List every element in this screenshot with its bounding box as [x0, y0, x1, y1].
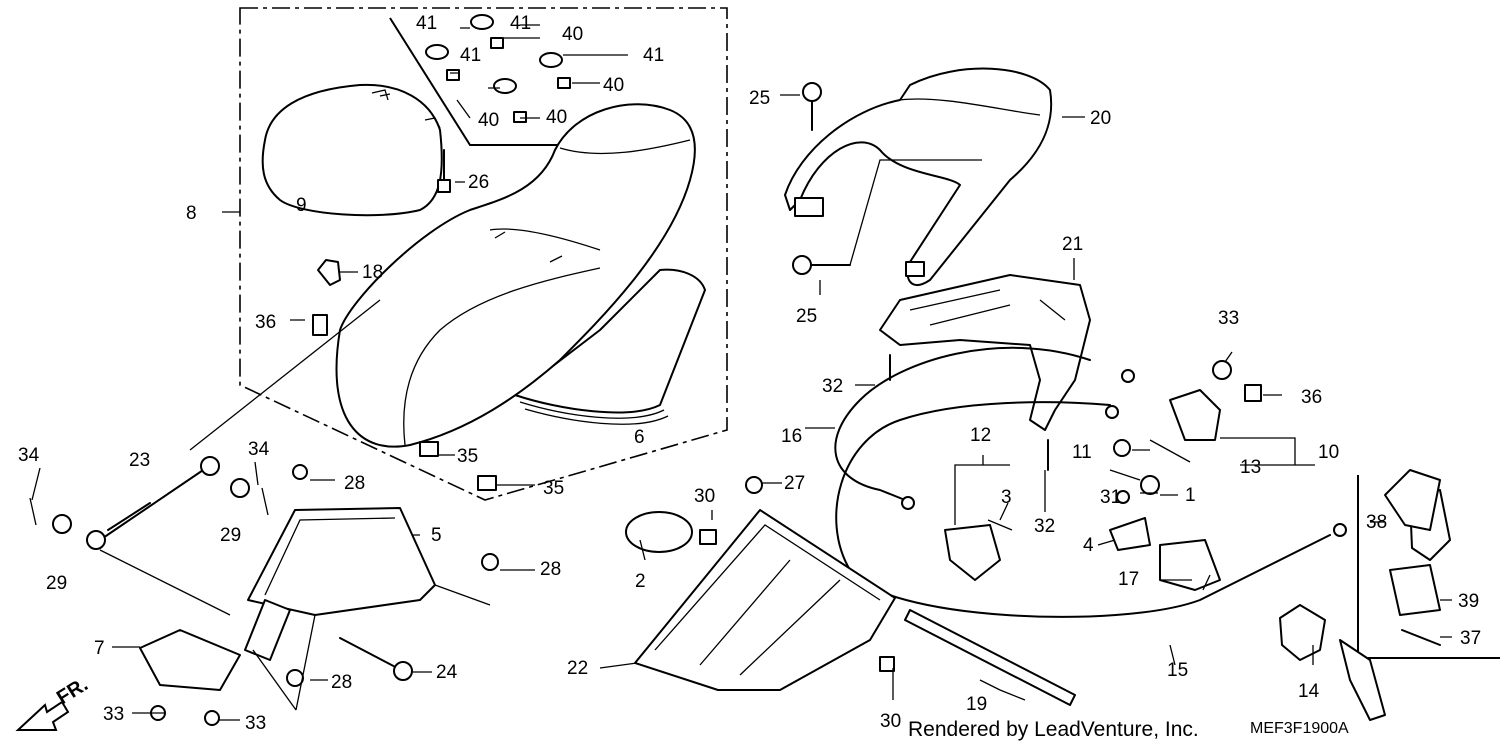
callout-6: 6 — [634, 427, 645, 448]
callout-18: 18 — [362, 262, 383, 283]
callout-23: 23 — [129, 450, 150, 471]
callout-34-right: 34 — [248, 439, 270, 460]
callout-8: 8 — [186, 203, 197, 224]
callout-25-top: 25 — [749, 88, 770, 109]
callout-41-a: 41 — [416, 13, 437, 34]
callout-41-b: 41 — [510, 13, 531, 34]
callout-3: 3 — [1001, 487, 1012, 508]
front-arrow-icon — [15, 700, 70, 731]
callout-31: 31 — [1100, 487, 1121, 508]
callout-17: 17 — [1118, 569, 1139, 590]
callout-38: 38 — [1366, 512, 1387, 533]
callout-33-right: 33 — [245, 713, 266, 734]
rendered-by-credit: Rendered by LeadVenture, Inc. — [908, 718, 1199, 741]
callout-25-bottom: 25 — [796, 306, 817, 327]
callout-36-left: 36 — [255, 312, 276, 333]
callout-40-d: 40 — [546, 107, 567, 128]
callout-24: 24 — [436, 662, 458, 683]
callout-29-right: 29 — [220, 525, 241, 546]
seat-drawing — [335, 103, 706, 448]
seat-hinge-bracket-drawing — [139, 464, 499, 726]
backrest-drawing — [261, 83, 443, 217]
callout-2: 2 — [635, 571, 646, 592]
callout-leaders — [31, 24, 1452, 721]
diagram-code: MEF3F1900A — [1250, 720, 1349, 737]
callout-1: 1 — [1185, 485, 1196, 506]
callout-33-top: 33 — [1218, 308, 1239, 329]
washer-and-bolt-hardware — [312, 14, 571, 491]
strap-drawing — [904, 609, 1076, 706]
seat-hardware-divider — [389, 17, 560, 146]
seat-damper-drawing — [29, 299, 381, 616]
callout-30-top: 30 — [694, 486, 715, 507]
callout-22: 22 — [567, 658, 588, 679]
callout-34-left: 34 — [18, 445, 40, 466]
grab-rail-drawing — [879, 274, 1091, 431]
callout-16: 16 — [781, 426, 802, 447]
rear-cowl-drawing — [784, 67, 1053, 286]
callout-35-top: 35 — [457, 446, 478, 467]
callout-20: 20 — [1090, 108, 1111, 129]
callout-35-bottom: 35 — [543, 478, 564, 499]
callout-28-bottom: 28 — [331, 672, 352, 693]
callout-36-right: 36 — [1301, 387, 1322, 408]
callout-12: 12 — [970, 425, 991, 446]
callout-14: 14 — [1298, 681, 1320, 702]
callout-32-left: 32 — [822, 376, 843, 397]
callout-41-d: 41 — [460, 45, 481, 66]
callout-10: 10 — [1318, 442, 1339, 463]
callout-5: 5 — [431, 525, 442, 546]
key-set-drawing — [1279, 469, 1451, 721]
callout-19: 19 — [966, 694, 987, 715]
callout-40-c: 40 — [478, 110, 499, 131]
callout-labels: 1 2 3 4 5 6 7 8 9 10 11 12 13 14 15 16 1… — [18, 13, 1481, 734]
seat-lock-mechanism-drawing — [889, 354, 1262, 591]
callout-9: 9 — [296, 195, 307, 216]
callout-41-c: 41 — [643, 45, 664, 66]
storage-box-drawing — [625, 476, 896, 691]
callout-40-a: 40 — [562, 24, 583, 45]
seat-lock-cables-drawing — [834, 346, 1347, 618]
callout-13: 13 — [1240, 457, 1261, 478]
callout-40-b: 40 — [603, 75, 624, 96]
seat-assembly-boundary — [239, 7, 728, 501]
front-direction-marker: FR. — [15, 674, 92, 731]
callout-30-bottom: 30 — [880, 711, 901, 732]
callout-33-left: 33 — [103, 704, 124, 725]
callout-37: 37 — [1460, 628, 1481, 649]
callout-4: 4 — [1083, 535, 1094, 556]
callout-28-top: 28 — [344, 473, 365, 494]
callout-29-left: 29 — [46, 573, 67, 594]
callout-32-right: 32 — [1034, 516, 1055, 537]
callout-26: 26 — [468, 172, 489, 193]
callout-7: 7 — [94, 638, 105, 659]
callout-27: 27 — [784, 473, 805, 494]
callout-21: 21 — [1062, 234, 1083, 255]
callout-15: 15 — [1167, 660, 1188, 681]
callout-28-middle: 28 — [540, 559, 561, 580]
callout-39: 39 — [1458, 591, 1479, 612]
callout-11: 11 — [1072, 442, 1092, 463]
